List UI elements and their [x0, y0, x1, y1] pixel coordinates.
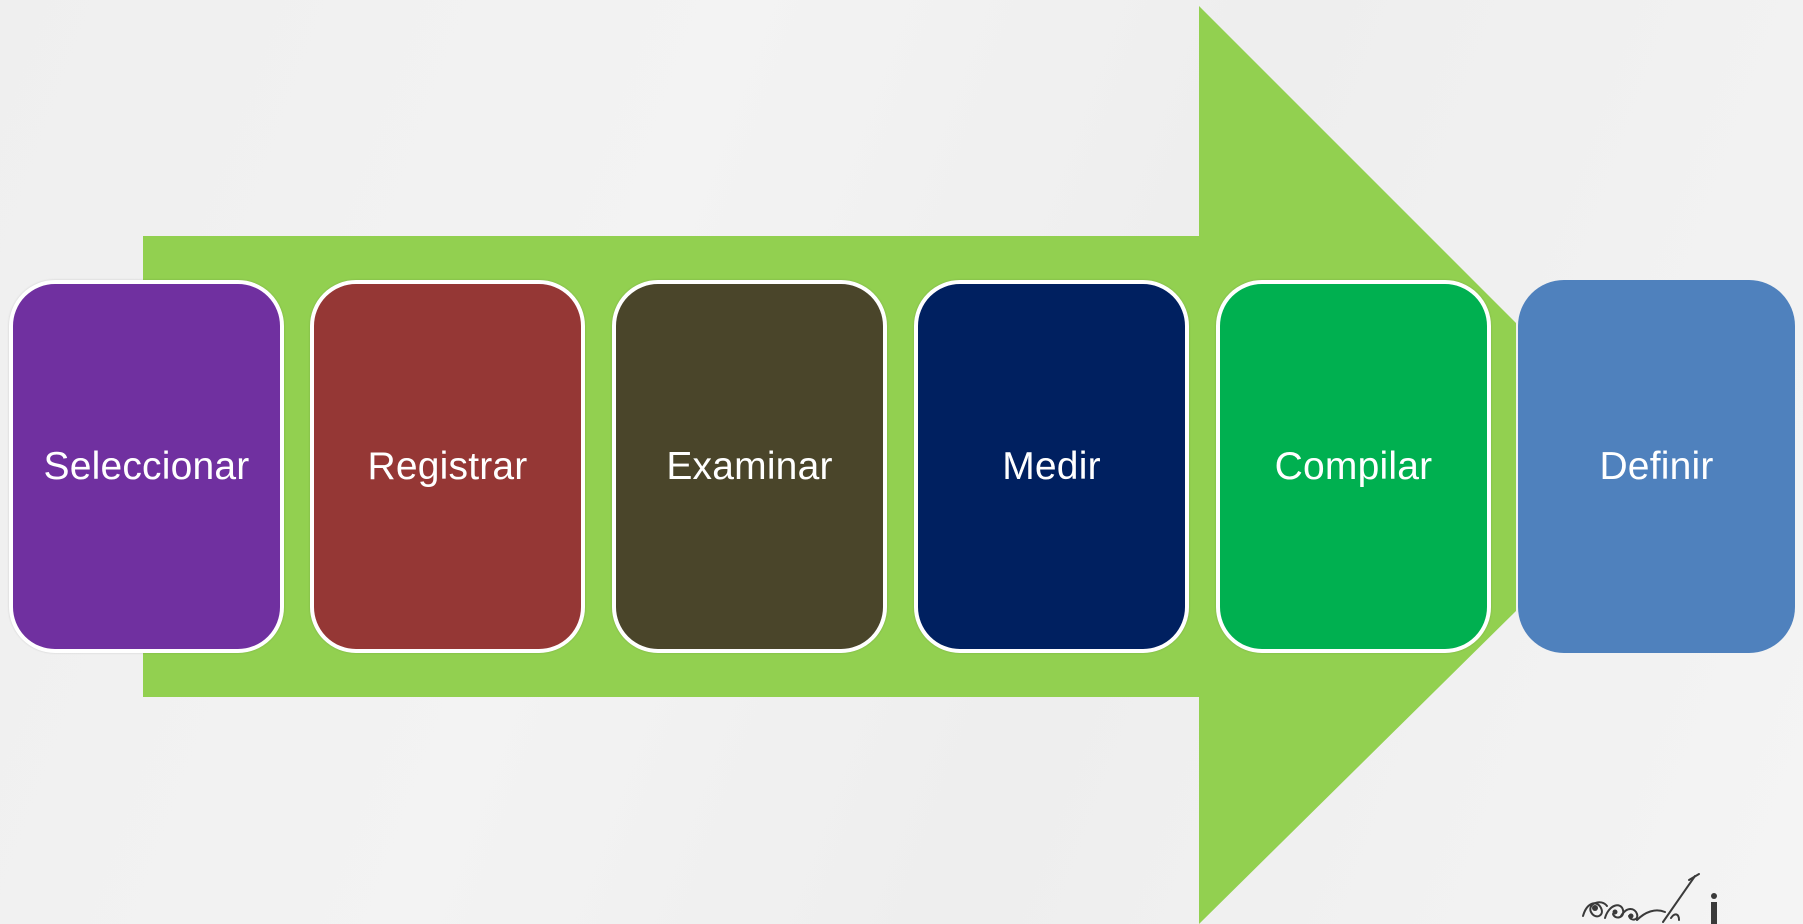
step-label: Medir [1002, 445, 1101, 488]
step-label: Registrar [367, 445, 528, 488]
step-label: Compilar [1274, 445, 1433, 488]
step-definir: Definir [1518, 280, 1795, 653]
step-label: Seleccionar [43, 445, 250, 488]
step-examinar: Examinar [612, 280, 887, 653]
step-label: Definir [1599, 445, 1714, 488]
step-registrar: Registrar [310, 280, 585, 653]
sketch-logo-icon [1582, 873, 1717, 924]
step-compilar: Compilar [1216, 280, 1491, 653]
step-medir: Medir [914, 280, 1189, 653]
step-label: Examinar [666, 445, 833, 488]
step-seleccionar: Seleccionar [9, 280, 284, 653]
